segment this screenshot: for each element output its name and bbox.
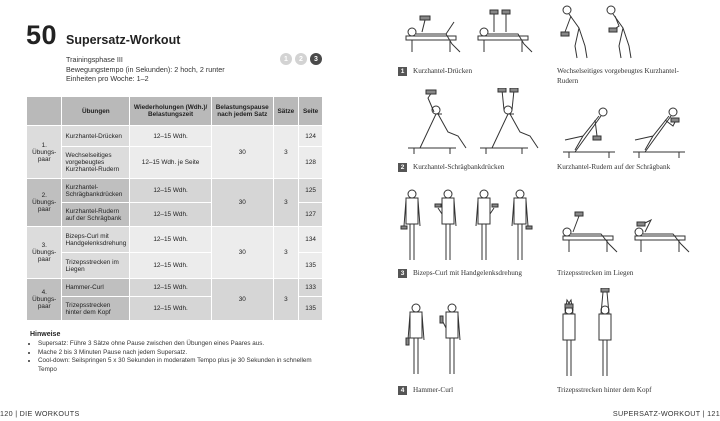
hint-item: Cool-down: Seilspringen 5 x 30 Sekunden … bbox=[38, 357, 330, 374]
hints-title: Hinweise bbox=[30, 331, 61, 338]
hints-list: Supersatz: Führe 3 Sätze ohne Pause zwis… bbox=[30, 340, 330, 374]
page-ref: 124 bbox=[298, 125, 323, 147]
exercise-name: Kurzhantel-Rudern auf der Schrägbank bbox=[61, 202, 131, 227]
table-header-row: Übungen Wiederholungen (Wdh.)/ Belastung… bbox=[25, 96, 323, 126]
page-ref: 135 bbox=[298, 252, 323, 279]
table-header: Wiederholungen (Wdh.)/ Belastungszeit bbox=[129, 96, 212, 126]
caption-3: 3 Bizeps-Curl mit Handgelenksdrehung bbox=[398, 269, 522, 278]
reps: 12–15 Wdh. bbox=[129, 178, 212, 203]
table-row: Trizepsstrecken hinter dem Kopf 12–15 Wd… bbox=[27, 296, 323, 321]
footer-right: SUPERSATZ-WORKOUT | 121 bbox=[612, 409, 720, 418]
workout-number: 50 bbox=[26, 20, 58, 50]
exercise-name: Kurzhantel-Drücken bbox=[61, 125, 131, 147]
reps: 12–15 Wdh. je Seite bbox=[129, 146, 212, 179]
reps: 12–15 Wdh. bbox=[129, 252, 212, 279]
caption-number: 4 bbox=[398, 386, 407, 395]
sets: 3 bbox=[272, 278, 300, 321]
exercise-name: Trizepsstrecken im Liegen bbox=[61, 252, 131, 279]
page-ref: 134 bbox=[298, 226, 323, 253]
caption-number: 3 bbox=[398, 269, 407, 278]
meta-line: Einheiten pro Woche: 1–2 bbox=[66, 74, 149, 84]
caption-4-right: Trizepsstrecken hinter dem Kopf bbox=[557, 386, 652, 394]
pause: 30 bbox=[210, 226, 274, 279]
exercise-name: Kurzhantel-Schrägbankdrücken bbox=[61, 178, 131, 203]
phase-badge: 2 bbox=[295, 53, 307, 65]
page-ref: 127 bbox=[298, 202, 323, 227]
table-row: Trizepsstrecken im Liegen 12–15 Wdh. 135 bbox=[27, 252, 323, 279]
pause: 30 bbox=[210, 278, 274, 321]
pause: 30 bbox=[210, 178, 274, 227]
illustration-hammer-curl bbox=[404, 300, 474, 376]
reps: 12–15 Wdh. bbox=[129, 226, 212, 253]
table-header: Sätze bbox=[272, 96, 300, 126]
caption-2: 2 Kurzhantel-Schrägbankdrücken bbox=[398, 163, 504, 172]
page-ref: 135 bbox=[298, 296, 323, 321]
exercise-name: Trizepsstrecken hinter dem Kopf bbox=[61, 296, 131, 321]
caption-text: Bizeps-Curl mit Handgelenksdrehung bbox=[413, 269, 522, 277]
exercise-name: Hammer-Curl bbox=[61, 278, 131, 297]
caption-4: 4 Hammer-Curl bbox=[398, 386, 453, 395]
caption-3-right: Trizepsstrecken im Liegen bbox=[557, 269, 634, 277]
footer-left: 120 | DIE WORKOUTS bbox=[0, 409, 80, 418]
hint-item: Mache 2 bis 3 Minuten Pause nach jedem S… bbox=[38, 349, 330, 357]
caption-number: 1 bbox=[398, 67, 407, 76]
illustration-incline-row bbox=[555, 96, 695, 158]
illustration-lying-triceps bbox=[555, 206, 695, 258]
caption-1-right: Wechselseitiges vorgebeugtes Kurzhantel-… bbox=[557, 67, 679, 85]
illustration-incline-press bbox=[400, 88, 540, 158]
table-row: Kurzhantel-Rudern auf der Schrägbank 12–… bbox=[27, 202, 323, 227]
table-row: 2. Übungs-paar Kurzhantel-Schrägbankdrüc… bbox=[25, 178, 323, 227]
pair-label: 3. Übungs-paar bbox=[25, 226, 63, 279]
sets: 3 bbox=[272, 226, 300, 279]
meta-line: Bewegungstempo (in Sekunden): 2 hoch, 2 … bbox=[66, 64, 225, 74]
meta-line: Trainingsphase III bbox=[66, 55, 123, 64]
pause: 30 bbox=[210, 125, 274, 179]
reps: 12–15 Wdh. bbox=[129, 202, 212, 227]
table-row: Wechselseitiges vorgebeugtes Kurzhantel-… bbox=[27, 146, 323, 179]
hints-box: Hinweise Supersatz: Führe 3 Sätze ohne P… bbox=[30, 331, 330, 374]
pair-label: 4. Übungs-paar bbox=[25, 278, 63, 321]
caption-text: Kurzhantel-Schrägbankdrücken bbox=[413, 163, 505, 171]
phase-badge: 1 bbox=[280, 53, 292, 65]
reps: 12–15 Wdh. bbox=[129, 296, 212, 321]
left-page: 50 Supersatz-Workout Trainingsphase III … bbox=[0, 0, 360, 421]
pair-label: 1. Übungs-paar bbox=[25, 125, 63, 179]
reps: 12–15 Wdh. bbox=[129, 278, 212, 297]
table-row: 4. Übungs-paar Hammer-Curl 12–15 Wdh. 30… bbox=[25, 278, 323, 321]
sets: 3 bbox=[272, 125, 300, 179]
illustration-overhead-triceps bbox=[557, 288, 627, 378]
workout-title: Supersatz-Workout bbox=[66, 33, 181, 47]
illustration-bent-over-row bbox=[555, 2, 645, 60]
exercise-name: Wechselseitiges vorgebeugtes Kurzhantel-… bbox=[61, 146, 131, 179]
table-header: Übungen bbox=[61, 96, 131, 126]
illustration-biceps-curl bbox=[400, 186, 550, 262]
table-header: Belastungspause nach jedem Satz bbox=[210, 96, 274, 126]
table-row: 1. Übungs-paar Kurzhantel-Drücken 12–15 … bbox=[25, 125, 323, 179]
table-header bbox=[25, 96, 63, 126]
caption-text: Hammer-Curl bbox=[413, 386, 454, 394]
pair-label: 2. Übungs-paar bbox=[25, 178, 63, 227]
phase-indicator: 1 2 3 bbox=[280, 53, 322, 65]
caption-2-right: Kurzhantel-Rudern auf der Schrägbank bbox=[557, 163, 671, 171]
right-page: 1 Kurzhantel-Drücken Wechselseitiges vor… bbox=[360, 0, 720, 421]
caption-number: 2 bbox=[398, 163, 407, 172]
phase-badge-active: 3 bbox=[310, 53, 322, 65]
page-ref: 125 bbox=[298, 178, 323, 203]
table-header: Seite bbox=[298, 96, 323, 126]
sets: 3 bbox=[272, 178, 300, 227]
page-ref: 128 bbox=[298, 146, 323, 179]
caption-1: 1 Kurzhantel-Drücken bbox=[398, 67, 472, 76]
caption-text: Kurzhantel-Drücken bbox=[413, 67, 473, 75]
hint-item: Supersatz: Führe 3 Sätze ohne Pause zwis… bbox=[38, 340, 330, 348]
workout-table: Übungen Wiederholungen (Wdh.)/ Belastung… bbox=[25, 96, 323, 321]
illustration-dumbbell-press bbox=[400, 8, 540, 58]
page-ref: 133 bbox=[298, 278, 323, 297]
exercise-name: Bizeps-Curl mit Handgelenksdrehung bbox=[61, 226, 131, 253]
table-row: 3. Übungs-paar Bizeps-Curl mit Handgelen… bbox=[25, 226, 323, 279]
workout-meta: Trainingsphase III Bewegungstempo (in Se… bbox=[66, 55, 225, 84]
reps: 12–15 Wdh. bbox=[129, 125, 212, 147]
